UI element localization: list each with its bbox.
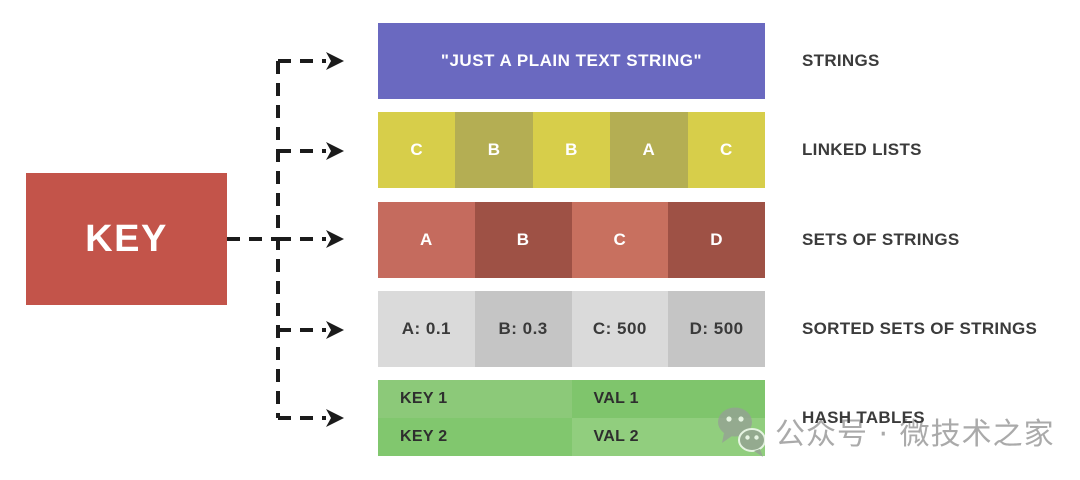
cell-linked-lists-4: C: [687, 112, 766, 188]
cell-sorted-sets-of-strings-3: D: 500: [668, 291, 765, 367]
cell-linked-lists-2: B: [532, 112, 611, 188]
row-label-sorted-sets-of-strings: SORTED SETS OF STRINGS: [802, 319, 1038, 338]
key-box-label: KEY: [85, 217, 168, 260]
cell-sorted-sets-of-strings-2: C: 500: [571, 291, 669, 367]
arrowhead-icon: [326, 321, 344, 339]
cell-sets-of-strings-1: B: [474, 202, 572, 278]
row-label-sets-of-strings: SETS OF STRINGS: [802, 230, 960, 249]
cell-linked-lists-1: B: [455, 112, 533, 188]
cell-hash-tables-0: KEY 1: [378, 380, 572, 418]
cell-hash-tables-3: VAL 2: [571, 418, 765, 456]
cell-linked-lists-3: A: [610, 112, 688, 188]
cell-strings-0: "JUST A PLAIN TEXT STRING": [378, 23, 765, 99]
arrowhead-icon: [326, 230, 344, 248]
cell-hash-tables-2: KEY 2: [378, 418, 572, 456]
row-label-strings: STRINGS: [802, 51, 880, 70]
bar-strings: "JUST A PLAIN TEXT STRING": [378, 23, 765, 99]
arrowhead-icon: [326, 409, 344, 427]
key-box: KEY: [26, 173, 227, 305]
row-label-hash-tables: HASH TABLES: [802, 408, 925, 427]
row-label-linked-lists: LINKED LISTS: [802, 140, 922, 159]
cell-sets-of-strings-3: D: [668, 202, 765, 278]
cell-sorted-sets-of-strings-1: B: 0.3: [474, 291, 572, 367]
cell-sets-of-strings-0: A: [378, 202, 475, 278]
arrowhead-icon: [326, 52, 344, 70]
cell-linked-lists-0: C: [378, 112, 456, 188]
arrowhead-icon: [326, 142, 344, 160]
cell-sorted-sets-of-strings-0: A: 0.1: [378, 291, 475, 367]
cell-sets-of-strings-2: C: [571, 202, 669, 278]
cell-hash-tables-1: VAL 1: [571, 380, 765, 418]
